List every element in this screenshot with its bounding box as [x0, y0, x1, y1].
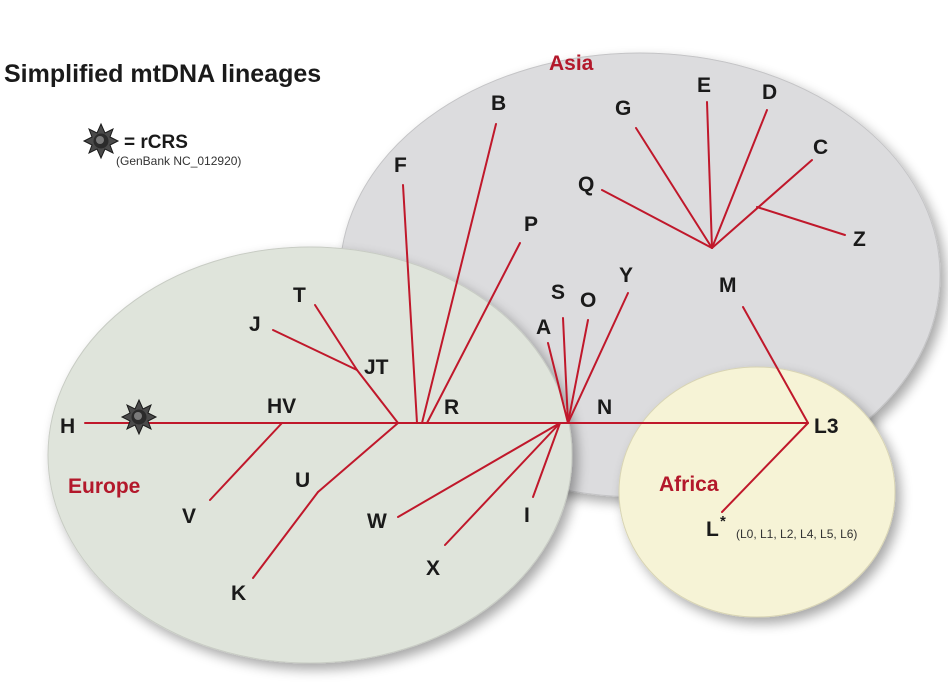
- lineage-label-p: P: [524, 213, 538, 236]
- edge-r-b: [421, 123, 497, 424]
- lineage-label-c: C: [813, 136, 828, 159]
- lineage-label-jt: JT: [364, 356, 389, 379]
- edge-n-o: [567, 319, 589, 424]
- lineage-label-e: E: [697, 74, 711, 97]
- rcrs-marker-icon: [120, 398, 158, 436]
- lineage-label-y: Y: [619, 264, 633, 287]
- africa-region: [618, 366, 896, 618]
- lineage-label-s: S: [551, 281, 565, 304]
- edge-r-p: [426, 242, 521, 424]
- lineage-label-m: M: [719, 274, 737, 297]
- lineage-label-hv: HV: [267, 395, 296, 418]
- lineage-label-w: W: [367, 510, 387, 533]
- edge-hv-v: [209, 422, 283, 501]
- edge-n-a: [547, 342, 569, 424]
- lineage-label-n: N: [597, 396, 612, 419]
- lineage-edges: [84, 101, 846, 579]
- lineage-label-v: V: [182, 505, 196, 528]
- edge-n-x: [444, 422, 561, 546]
- edge-n-i: [532, 422, 561, 498]
- lineage-label-f: F: [394, 154, 407, 177]
- lineage-label-q: Q: [578, 173, 594, 196]
- lineage-labels: H HV V U K JT J T F B R P A S O Y N W X …: [60, 74, 866, 605]
- legend-star-icon: [82, 122, 120, 160]
- region-label-asia: Asia: [549, 52, 594, 75]
- lineage-label-a: A: [536, 316, 551, 339]
- lineage-label-t: T: [293, 284, 306, 307]
- region-label-europe: Europe: [68, 475, 140, 498]
- lineage-label-k: K: [231, 582, 246, 605]
- edge-u-k: [252, 491, 319, 579]
- edge-r-jt: [356, 369, 399, 424]
- edge-cz-z: [756, 206, 846, 236]
- edge-jt-t: [314, 304, 358, 371]
- edge-r-f: [402, 184, 418, 424]
- edge-m-e: [706, 101, 713, 249]
- lineage-label-i: I: [524, 504, 530, 527]
- lineage-label-l: L: [706, 518, 719, 541]
- lineage-label-g: G: [615, 97, 631, 120]
- edge-m-q: [601, 189, 713, 249]
- europe-region: [47, 246, 573, 664]
- edge-n-w: [397, 422, 561, 518]
- edge-l3-m: [742, 306, 809, 424]
- edge-l3-lstar: [721, 422, 809, 513]
- lineage-label-x: X: [426, 557, 440, 580]
- lineage-label-j: J: [249, 313, 261, 336]
- edge-m-g: [635, 127, 713, 249]
- edge-n-y: [567, 292, 629, 424]
- edge-m-c: [711, 159, 813, 249]
- lineage-label-l-star: *: [720, 513, 726, 530]
- edge-m-d: [711, 109, 768, 249]
- lineage-label-l-sublineages: (L0, L1, L2, L4, L5, L6): [736, 527, 857, 541]
- lineage-label-h: H: [60, 415, 75, 438]
- lineage-label-o: O: [580, 289, 596, 312]
- lineage-label-u: U: [295, 469, 310, 492]
- edge-r-u: [317, 422, 399, 493]
- diagram-title: Simplified mtDNA lineages: [4, 60, 321, 88]
- lineage-label-l3: L3: [814, 415, 839, 438]
- edge-n-s: [562, 317, 569, 424]
- lineage-label-b: B: [491, 92, 506, 115]
- legend-label: = rCRS: [124, 132, 188, 153]
- region-label-africa: Africa: [659, 473, 719, 496]
- lineage-label-d: D: [762, 81, 777, 104]
- edge-jt-j: [272, 329, 358, 371]
- lineage-label-r: R: [444, 396, 459, 419]
- legend-source: (GenBank NC_012920): [116, 154, 241, 168]
- lineage-label-z: Z: [853, 228, 866, 251]
